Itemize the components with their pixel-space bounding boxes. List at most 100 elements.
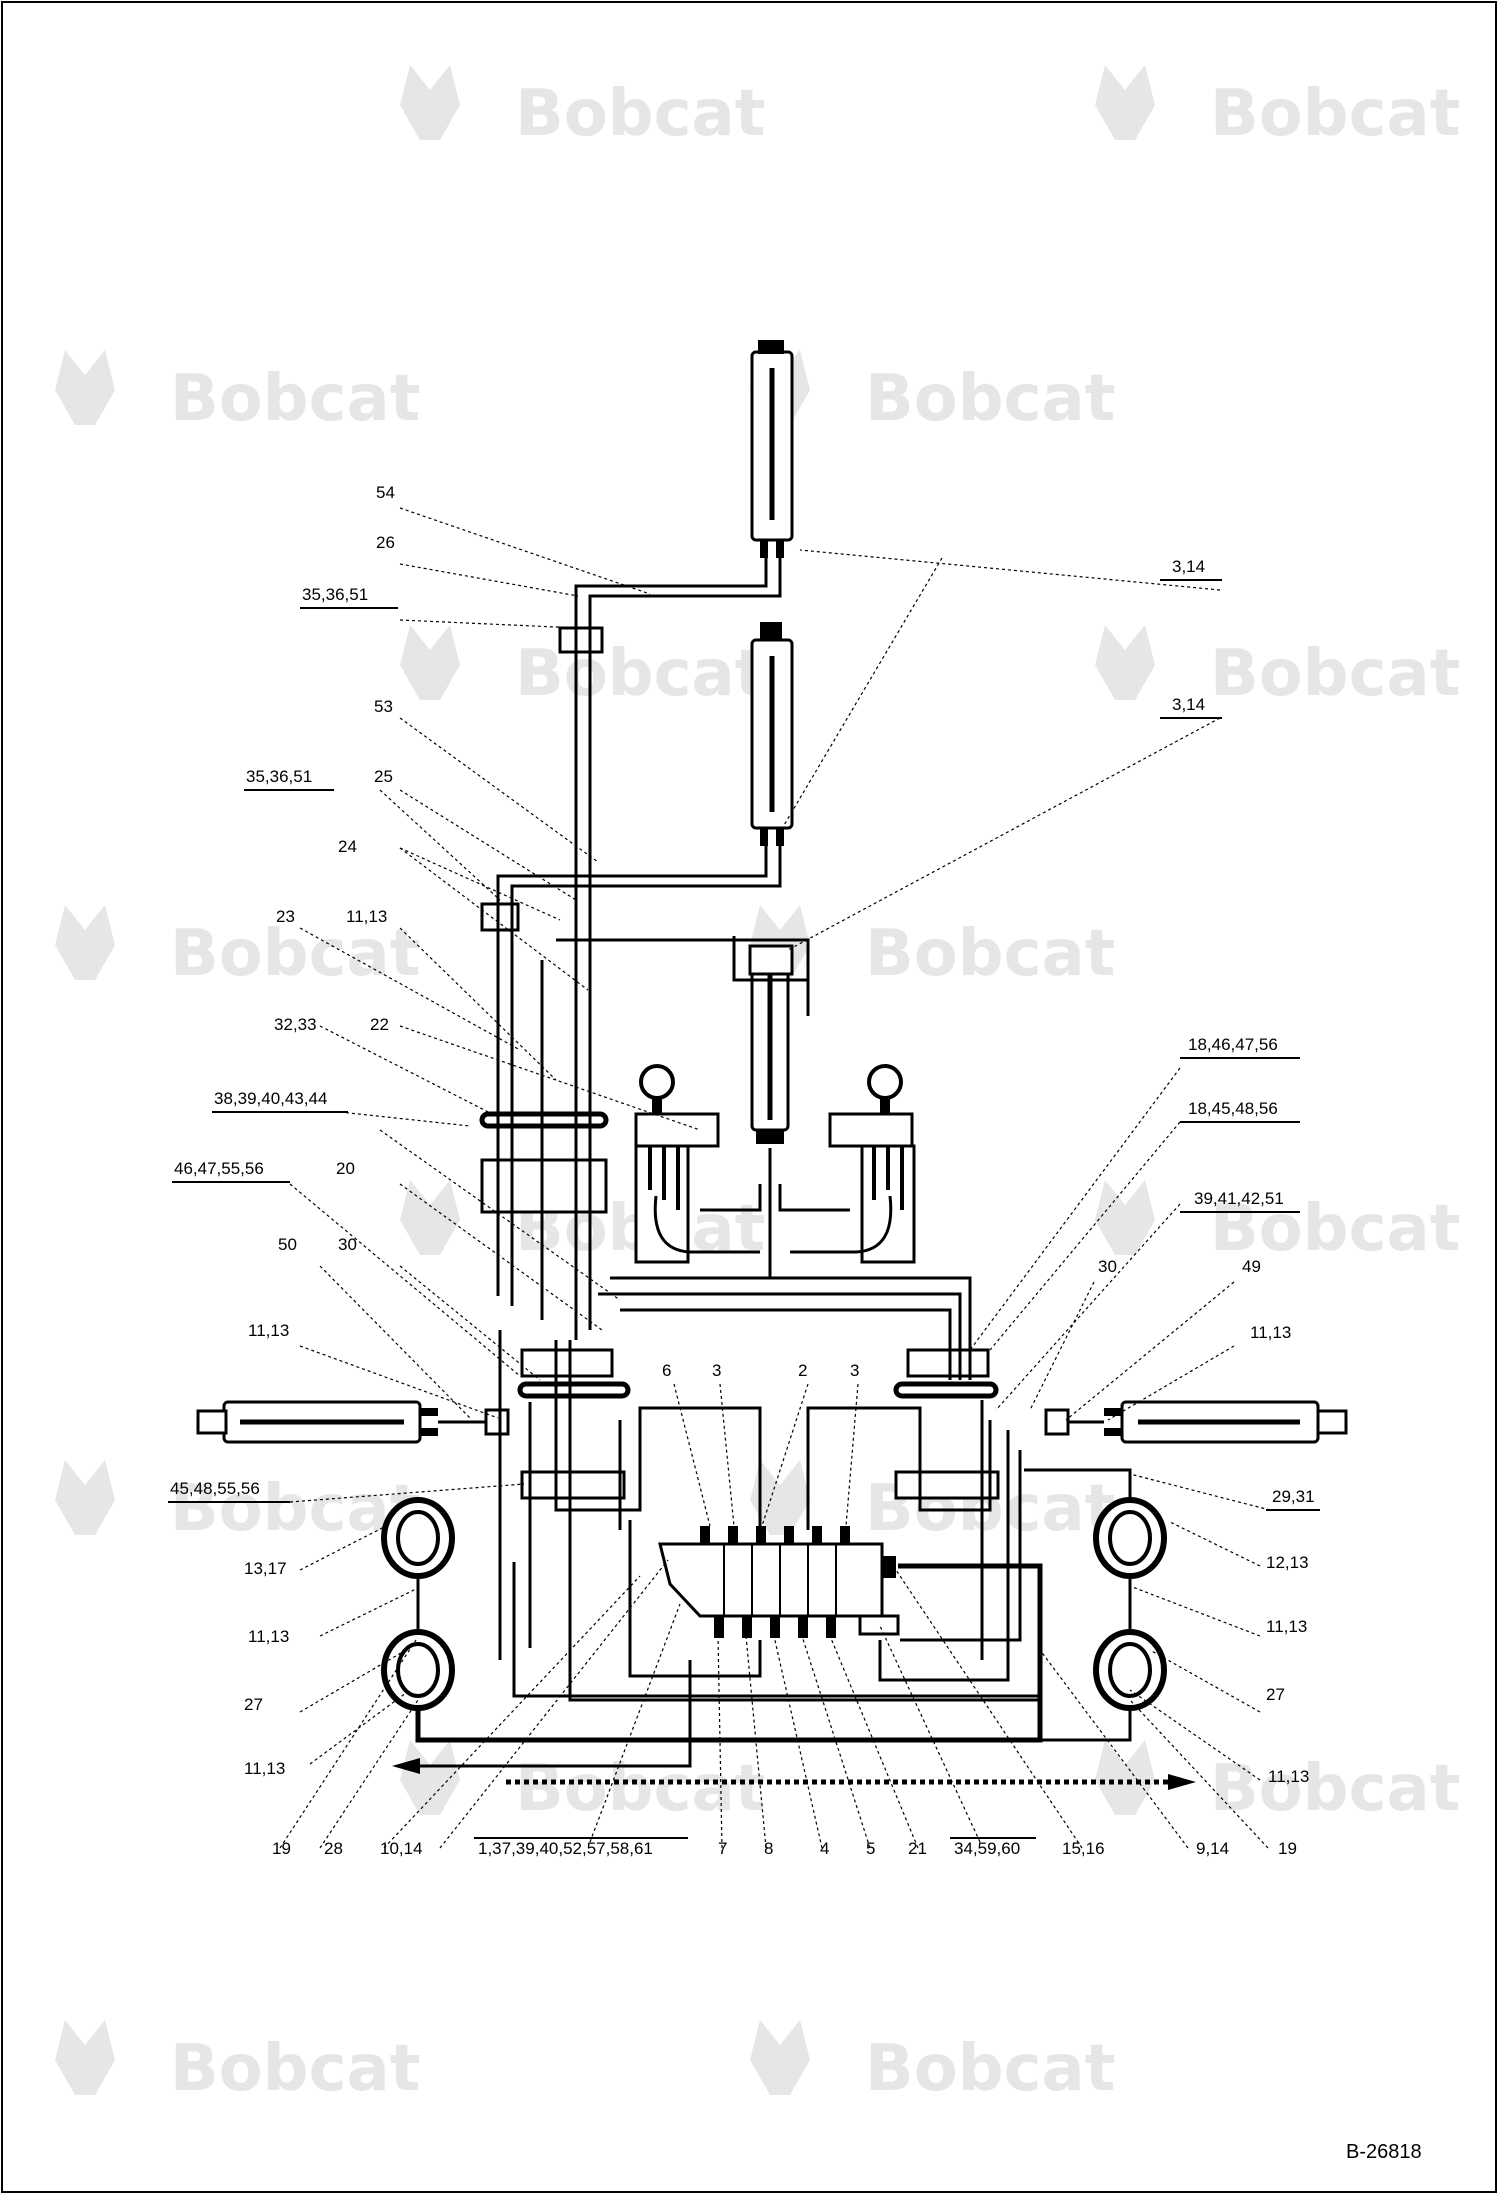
- callout-50: 50: [278, 1235, 297, 1254]
- watermark-text: Bobcat: [515, 1752, 765, 1826]
- callout-13-17: 13,17: [244, 1559, 287, 1578]
- upper-lift-cylinder: [750, 340, 794, 558]
- watermark-text: Bobcat: [1210, 1192, 1460, 1266]
- watermark-text: Bobcat: [170, 917, 420, 991]
- watermark: Bobcat: [400, 1740, 765, 1826]
- callout-45-48-55-56: 45,48,55,56: [170, 1479, 260, 1498]
- right-wheel-motor-lower: [1093, 1629, 1167, 1711]
- center-cylinder: [748, 944, 794, 1144]
- right-horizontal-cylinder: [1104, 1400, 1348, 1444]
- callout-11-13-f: 11,13: [1266, 1617, 1307, 1636]
- callout-10-14: 10,14: [380, 1839, 423, 1858]
- watermark: Bobcat: [400, 65, 765, 151]
- hose-routing: [392, 558, 1196, 1790]
- callout-11-13-e: 11,13: [1250, 1323, 1291, 1342]
- middle-lift-cylinder: [750, 622, 794, 846]
- watermark: Bobcat: [750, 350, 1115, 436]
- callout-11-13-a: 11,13: [346, 907, 387, 926]
- watermark: Bobcat: [1095, 625, 1460, 711]
- watermark: Bobcat: [750, 2020, 1115, 2106]
- callout-6: 6: [662, 1361, 671, 1380]
- callout-30-left: 30: [338, 1235, 357, 1254]
- callout-30-right: 30: [1098, 1257, 1117, 1276]
- watermark-layer: Bobcat Bobcat Bobcat Bobcat Bobcat Bobca…: [55, 65, 1460, 2106]
- callout-28: 28: [324, 1839, 343, 1858]
- watermark-text: Bobcat: [515, 77, 765, 151]
- watermark-text: Bobcat: [865, 2032, 1115, 2106]
- callout-24: 24: [338, 837, 357, 856]
- callout-4: 4: [820, 1839, 829, 1858]
- callout-15-16: 15,16: [1062, 1839, 1105, 1858]
- callout-35-36-51-lower: 35,36,51: [246, 767, 312, 786]
- watermark: Bobcat: [1095, 65, 1460, 151]
- bulkhead-blocks: [480, 626, 1070, 1500]
- callout-labels: 54 26 35,36,51 53 35,36,51 25 24 23 11,1…: [168, 483, 1320, 1858]
- watermark: Bobcat: [1095, 1180, 1460, 1266]
- callout-5: 5: [866, 1839, 875, 1858]
- callout-22: 22: [370, 1015, 389, 1034]
- control-valve-block: [658, 1526, 900, 1638]
- callout-12-13: 12,13: [1266, 1553, 1309, 1572]
- callout-34-59-60: 34,59,60: [954, 1839, 1020, 1858]
- callout-3-14-lower: 3,14: [1172, 695, 1205, 714]
- callout-27-left: 27: [244, 1695, 263, 1714]
- callout-27-right: 27: [1266, 1685, 1285, 1704]
- callout-3-b: 3: [850, 1361, 859, 1380]
- watermark-text: Bobcat: [1210, 637, 1460, 711]
- watermark: Bobcat: [55, 1460, 420, 1546]
- watermark-text: Bobcat: [1210, 77, 1460, 151]
- watermark-text: Bobcat: [170, 362, 420, 436]
- callout-21: 21: [908, 1839, 927, 1858]
- callout-8: 8: [764, 1839, 773, 1858]
- left-horizontal-cylinder: [196, 1400, 438, 1444]
- watermark: Bobcat: [55, 2020, 420, 2106]
- watermark-text: Bobcat: [515, 637, 765, 711]
- callout-18-46-47-56: 18,46,47,56: [1188, 1035, 1278, 1054]
- watermark-text: Bobcat: [865, 917, 1115, 991]
- watermark-text: Bobcat: [170, 1472, 420, 1546]
- callout-11-13-c: 11,13: [248, 1627, 289, 1646]
- watermark-text: Bobcat: [1210, 1752, 1460, 1826]
- watermark-text: Bobcat: [865, 362, 1115, 436]
- callout-1-37-39-40-52-57-58-61: 1,37,39,40,52,57,58,61: [478, 1839, 653, 1858]
- callout-18-45-48-56: 18,45,48,56: [1188, 1099, 1278, 1118]
- callout-25: 25: [374, 767, 393, 786]
- callout-9-14: 9,14: [1196, 1839, 1229, 1858]
- callout-46-47-55-56: 46,47,55,56: [174, 1159, 264, 1178]
- callout-23: 23: [276, 907, 295, 926]
- callout-38-39-40-43-44: 38,39,40,43,44: [214, 1089, 327, 1108]
- callout-11-13-g: 11,13: [1268, 1767, 1309, 1786]
- left-wheel-motor-upper: [381, 1497, 455, 1579]
- callout-35-36-51-upper: 35,36,51: [302, 585, 368, 604]
- watermark: Bobcat: [400, 625, 765, 711]
- callout-11-13-b: 11,13: [248, 1321, 289, 1340]
- left-motor: [634, 1064, 720, 1264]
- leader-lines: [279, 507, 1271, 1849]
- callout-7: 7: [718, 1839, 727, 1858]
- right-motor: [828, 1064, 916, 1264]
- callout-32-33: 32,33: [274, 1015, 317, 1034]
- watermark: Bobcat: [1095, 1740, 1460, 1826]
- right-wheel-motor-upper: [1093, 1497, 1167, 1579]
- callout-19-left: 19: [272, 1839, 291, 1858]
- watermark: Bobcat: [750, 905, 1115, 991]
- callout-26: 26: [376, 533, 395, 552]
- callout-2: 2: [798, 1361, 807, 1380]
- watermark: Bobcat: [55, 905, 420, 991]
- callout-3-14-upper: 3,14: [1172, 557, 1205, 576]
- callout-19-right: 19: [1278, 1839, 1297, 1858]
- callout-11-13-d: 11,13: [244, 1759, 285, 1778]
- callout-3-a: 3: [712, 1361, 721, 1380]
- callout-29-31: 29,31: [1272, 1487, 1315, 1506]
- watermark-text: Bobcat: [170, 2032, 420, 2106]
- watermark: Bobcat: [55, 350, 420, 436]
- drawing-reference-number: B-26818: [1346, 2141, 1422, 2163]
- callout-49: 49: [1242, 1257, 1261, 1276]
- callout-20: 20: [336, 1159, 355, 1178]
- callout-54: 54: [376, 483, 395, 502]
- callout-53: 53: [374, 697, 393, 716]
- left-wheel-motor-lower: [381, 1629, 455, 1711]
- callout-39-41-42-51: 39,41,42,51: [1194, 1189, 1284, 1208]
